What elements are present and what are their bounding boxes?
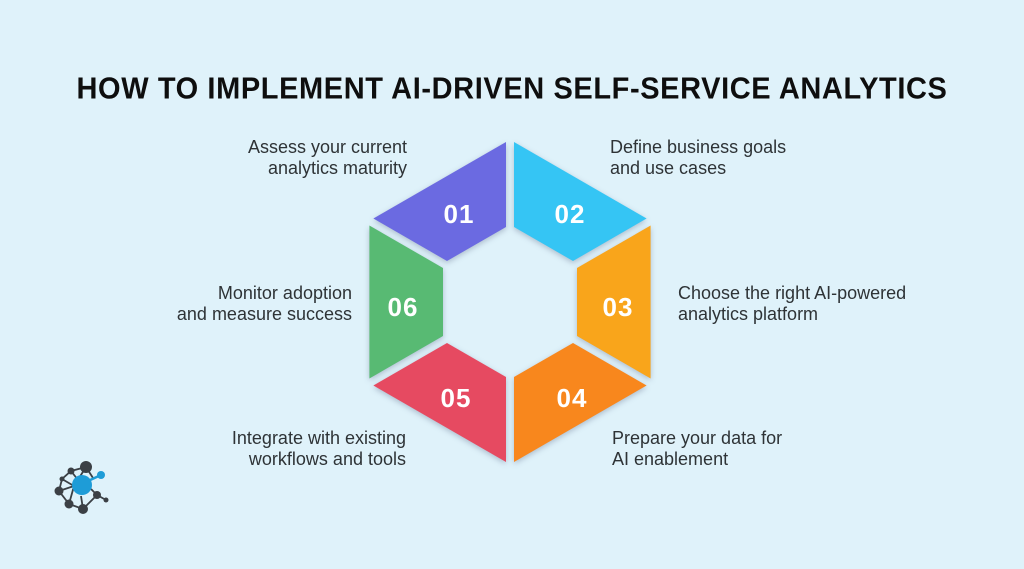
step-label-04-line2: AI enablement xyxy=(612,449,729,469)
step-label-02: Define business goals and use cases xyxy=(610,137,786,179)
step-number-02: 02 xyxy=(555,199,586,229)
step-label-06-line2: and measure success xyxy=(176,304,352,324)
step-number-03: 03 xyxy=(603,292,634,322)
hexagon-segment-02 xyxy=(514,142,647,261)
step-label-06-line1: Monitor adoption xyxy=(217,283,352,303)
hexagon-segment-03 xyxy=(577,225,651,379)
step-label-03-line2: analytics platform xyxy=(678,304,819,324)
step-label-05: Integrate with existing workflows and to… xyxy=(232,428,406,470)
step-number-01: 01 xyxy=(444,199,475,229)
step-label-01: Assess your current analytics maturity xyxy=(248,137,407,179)
step-label-06: Monitor adoption and measure success xyxy=(177,283,352,325)
step-label-03: Choose the right AI-powered analytics pl… xyxy=(678,283,906,325)
hexagon-segment-05 xyxy=(373,343,506,462)
step-label-02-line2: and use cases xyxy=(610,158,727,178)
step-label-05-line1: Integrate with existing xyxy=(231,428,406,448)
step-label-01-line1: Assess your current xyxy=(247,137,407,157)
step-label-03-line1: Choose the right AI-powered xyxy=(678,283,907,303)
step-label-04: Prepare your data for AI enablement xyxy=(612,428,782,470)
hexagon-segment-06 xyxy=(369,225,443,379)
step-number-06: 06 xyxy=(388,292,419,322)
step-label-04-line1: Prepare your data for xyxy=(612,428,783,448)
step-label-01-line2: analytics maturity xyxy=(267,158,407,178)
step-label-02-line1: Define business goals xyxy=(610,137,787,157)
step-number-05: 05 xyxy=(441,383,472,413)
step-number-04: 04 xyxy=(557,383,588,413)
step-label-05-line2: workflows and tools xyxy=(248,449,406,469)
network-graph-logo-icon xyxy=(54,461,109,514)
hexagon-segment-01 xyxy=(373,142,506,261)
hexagon-segment-04 xyxy=(514,343,647,462)
page-title: HOW TO IMPLEMENT AI-DRIVEN SELF-SERVICE … xyxy=(76,72,948,107)
